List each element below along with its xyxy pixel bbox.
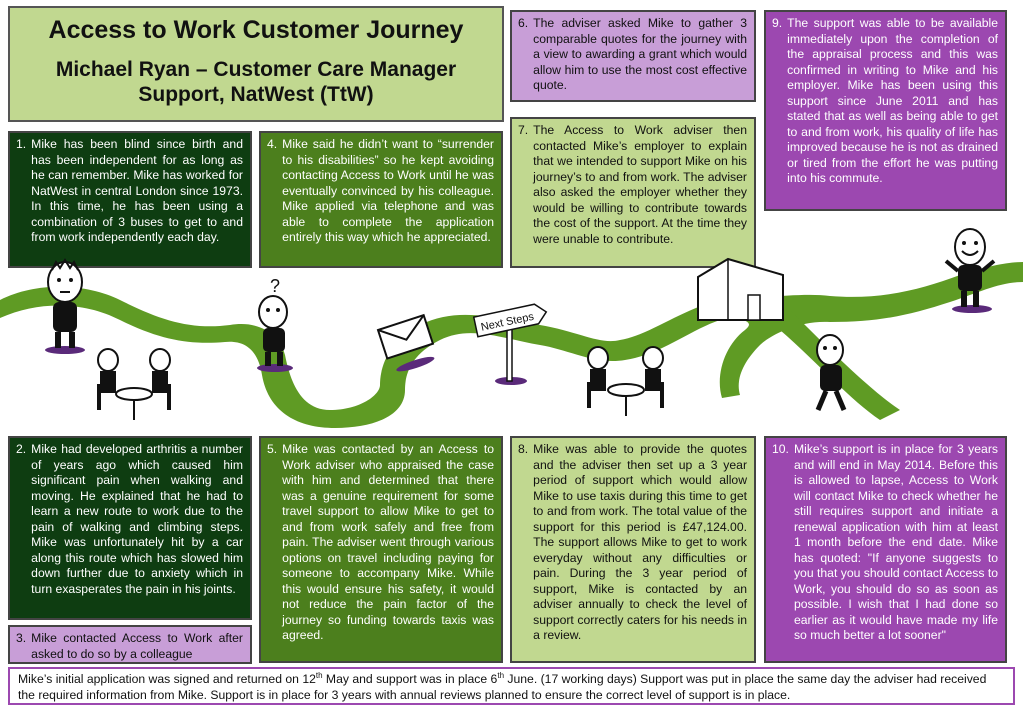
step-text: Mike was contacted by an Access to Work …: [282, 442, 494, 642]
step-5-box: 5. Mike was contacted by an Access to Wor…: [259, 436, 503, 663]
question-mark: ?: [270, 276, 280, 296]
person-standing-icon: [45, 258, 85, 354]
step-3-box: 3. Mike contacted Access to Work after as…: [8, 625, 252, 664]
footer-text: Mike’s initial application was signed an…: [18, 672, 316, 686]
step-text: Mike has been blind since birth and has …: [31, 137, 243, 244]
page-subtitle: Michael Ryan – Customer Care Manager Sup…: [55, 58, 457, 106]
step-number: 6.: [518, 16, 529, 30]
step-text: Mike contacted Access to Work after aske…: [31, 631, 243, 661]
footer-text: June. (17 working days) Support was put …: [18, 672, 987, 702]
step-2-box: 2. Mike had developed arthritis a number …: [8, 436, 252, 620]
step-text: Mike had developed arthritis a number of…: [31, 442, 243, 596]
office-building-icon: [697, 257, 784, 321]
step-number: 8.: [518, 442, 529, 456]
step-number: 2.: [16, 442, 27, 456]
footer-summary: Mike’s initial application was signed an…: [8, 667, 1015, 705]
step-number: 9.: [772, 16, 783, 30]
walking-person-icon: [815, 334, 847, 411]
confused-person-icon: ?: [257, 276, 293, 372]
step-8-box: 8. Mike was able to provide the quotes an…: [510, 436, 756, 663]
step-7-box: 7. The Access to Work adviser then contac…: [510, 117, 756, 268]
meeting-table-icon: [97, 348, 171, 420]
journey-illustration: ? Next Steps: [0, 228, 1023, 428]
footer-sup: th: [315, 670, 323, 680]
step-text: Mike said he didn’t want to “surrender t…: [282, 137, 494, 244]
step-number: 7.: [518, 123, 529, 137]
step-text: The Access to Work adviser then contacte…: [533, 123, 747, 246]
step-text: Mike was able to provide the quotes and …: [533, 442, 747, 642]
envelope-icon: [376, 313, 435, 372]
step-text: The support was able to be available imm…: [787, 16, 998, 185]
step-text: The adviser asked Mike to gather 3 compa…: [533, 16, 747, 92]
step-6-box: 6. The adviser asked Mike to gather 3 com…: [510, 10, 756, 102]
step-number: 10.: [772, 442, 789, 456]
step-number: 4.: [267, 137, 278, 151]
step-10-box: 10. Mike’s support is in place for 3 year…: [764, 436, 1007, 663]
step-4-box: 4. Mike said he didn’t want to “surrender…: [259, 131, 503, 268]
footer-text: May and support was in place 6: [322, 672, 498, 686]
page-title: Access to Work Customer Journey: [48, 16, 464, 44]
happy-person-icon: [944, 228, 996, 313]
step-number: 3.: [16, 631, 27, 645]
footer-sup: th: [497, 670, 505, 680]
step-text: Mike’s support is in place for 3 years a…: [793, 442, 998, 642]
step-9-box: 9. The support was able to be available i…: [764, 10, 1007, 211]
step-number: 5.: [267, 442, 278, 456]
step-1-box: 1. Mike has been blind since birth and ha…: [8, 131, 252, 268]
review-meeting-icon: [587, 346, 664, 416]
next-steps-sign: Next Steps: [472, 303, 548, 385]
title-banner: Access to Work Customer Journey Michael …: [8, 6, 504, 122]
step-number: 1.: [16, 137, 27, 151]
